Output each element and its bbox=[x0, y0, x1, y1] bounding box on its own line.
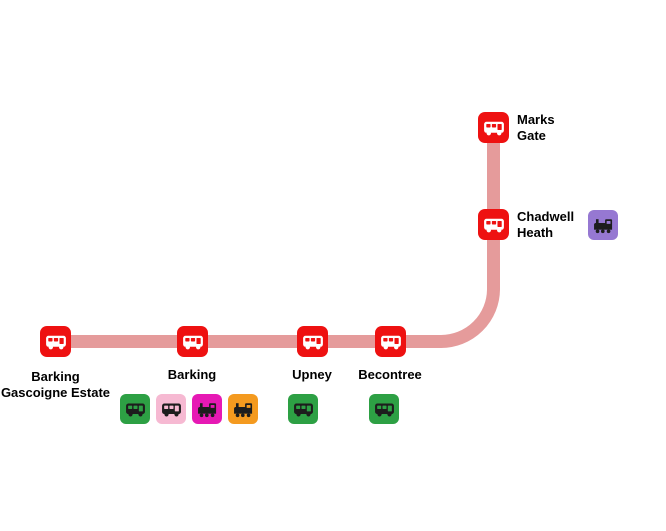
train-icon bbox=[593, 215, 614, 236]
station-label-marks-gate: Marks Gate bbox=[517, 112, 555, 143]
station-label-barking-gascoigne-estate: Barking Gascoigne Estate bbox=[0, 369, 111, 400]
train-icon bbox=[197, 399, 218, 420]
bus-icon bbox=[161, 399, 182, 420]
green-bus-chip bbox=[369, 394, 399, 424]
connection-icons-barking bbox=[120, 394, 258, 424]
green-bus-chip bbox=[120, 394, 150, 424]
station-badge-marks-gate bbox=[478, 112, 509, 143]
station-label-becontree: Becontree bbox=[358, 367, 422, 382]
station-label-barking: Barking bbox=[167, 367, 217, 382]
station-badge-chadwell-heath bbox=[478, 209, 509, 240]
magenta-train-chip bbox=[192, 394, 222, 424]
bus-icon bbox=[374, 399, 395, 420]
bus-icon bbox=[182, 331, 204, 353]
bus-icon bbox=[125, 399, 146, 420]
station-badge-barking-gascoigne-estate bbox=[40, 326, 71, 357]
station-badge-becontree bbox=[375, 326, 406, 357]
route-line bbox=[49, 121, 500, 348]
bus-icon bbox=[380, 331, 402, 353]
station-badge-upney bbox=[297, 326, 328, 357]
bus-icon bbox=[293, 399, 314, 420]
bus-icon bbox=[483, 117, 505, 139]
station-label-upney: Upney bbox=[292, 367, 332, 382]
green-bus-chip bbox=[288, 394, 318, 424]
station-label-chadwell-heath: Chadwell Heath bbox=[517, 209, 575, 240]
bus-icon bbox=[302, 331, 324, 353]
bus-icon bbox=[483, 214, 505, 236]
bus-icon bbox=[45, 331, 67, 353]
pink-bus-chip bbox=[156, 394, 186, 424]
orange-train-chip bbox=[228, 394, 258, 424]
station-badge-barking bbox=[177, 326, 208, 357]
train-icon bbox=[233, 399, 254, 420]
purple-train-chip bbox=[588, 210, 618, 240]
